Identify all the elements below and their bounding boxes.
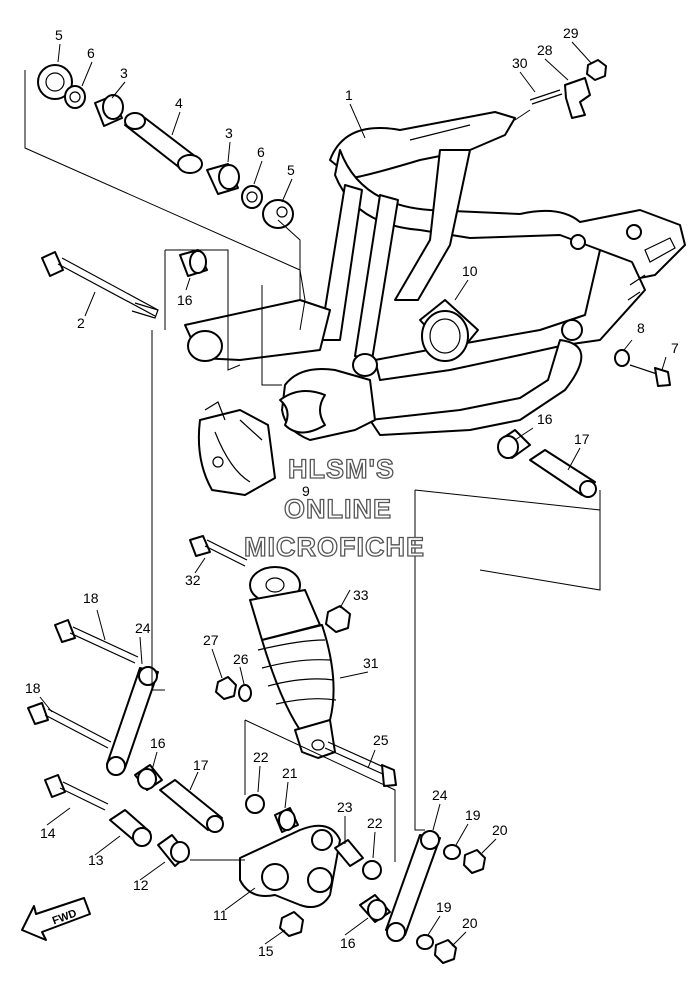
watermark: HLSM'S ONLINE MICROFICHE [243, 453, 425, 562]
swingarm-frame [184, 111, 686, 441]
callout: 5 [55, 27, 63, 43]
link-24-right [385, 830, 441, 942]
bolt-30 [529, 89, 563, 105]
callout: 10 [462, 263, 478, 279]
callout-ticks [39, 41, 667, 947]
callout: 20 [462, 915, 478, 931]
link-24-left [106, 666, 159, 776]
callout: 7 [671, 340, 679, 356]
washer-19-upper [443, 844, 461, 860]
callout: 2 [77, 315, 85, 331]
callout: 21 [282, 765, 298, 781]
bolt-7 [629, 364, 671, 387]
collar-16-top [179, 249, 208, 277]
nut-20-upper [463, 849, 486, 874]
washer-22-left [245, 794, 265, 814]
callout: 31 [363, 655, 379, 671]
collar-12 [157, 834, 190, 867]
callout: 19 [436, 899, 452, 915]
callout: 5 [287, 162, 295, 178]
callout: 27 [203, 632, 219, 648]
callout: 18 [83, 590, 99, 606]
callout: 26 [233, 651, 249, 667]
callout: 3 [120, 65, 128, 81]
callout: 8 [637, 320, 645, 336]
bush-10 [419, 299, 479, 362]
callout: 20 [492, 822, 508, 838]
collar-23 [334, 839, 364, 867]
callout: 28 [537, 42, 553, 58]
callout: 32 [185, 572, 201, 588]
collar-21 [274, 807, 299, 833]
callout: 3 [225, 125, 233, 141]
callout: 12 [133, 877, 149, 893]
washer-8 [614, 349, 630, 367]
bolt-18-upper [54, 619, 139, 664]
callout: 17 [193, 757, 209, 773]
leader-lines [24, 70, 601, 862]
callout: 4 [175, 95, 183, 111]
callout: 24 [135, 620, 151, 636]
oil-seal-5-mid [262, 199, 294, 229]
bearing-3-mid [206, 163, 240, 195]
washer-19-lower [416, 934, 434, 950]
spacer-17-lower [159, 779, 224, 833]
collar-16-lower-left [134, 764, 163, 791]
callout: 16 [340, 935, 356, 951]
callout: 1 [345, 87, 353, 103]
watermark-line-3: MICROFICHE [244, 532, 425, 562]
callout: 13 [88, 852, 104, 868]
callout: 29 [563, 25, 579, 41]
nut-15 [279, 911, 304, 937]
callout: 17 [574, 431, 590, 447]
callout-labels: 5 6 3 4 3 6 5 1 30 28 29 16 2 10 8 7 16 … [25, 25, 679, 959]
washer-6-top [64, 85, 86, 109]
bracket-9 [197, 401, 276, 496]
callout: 18 [25, 680, 41, 696]
callout: 24 [432, 787, 448, 803]
callout: 19 [465, 807, 481, 823]
bracket-28 [564, 77, 591, 119]
callout: 16 [177, 292, 193, 308]
nut-27 [215, 676, 237, 700]
watermark-line-2: ONLINE [284, 494, 392, 524]
collar-16-bottom [359, 894, 391, 923]
forward-direction-badge: FWD [21, 897, 91, 941]
washer-22-right [362, 860, 382, 880]
collar-16-right [497, 429, 531, 459]
callout: 16 [537, 411, 553, 427]
bolt-25 [324, 741, 397, 787]
washer-26 [238, 684, 252, 702]
relay-arm-11 [239, 824, 341, 908]
callout: 6 [87, 45, 95, 61]
callout: 33 [353, 587, 369, 603]
spacer-13 [109, 809, 152, 847]
callout: 25 [373, 732, 389, 748]
nut-20-lower [434, 939, 457, 964]
callout: 9 [302, 483, 310, 499]
callout: 14 [40, 825, 56, 841]
collar-4 [124, 112, 203, 174]
callout: 22 [367, 815, 383, 831]
bolt-32 [189, 535, 248, 567]
washer-6-mid [241, 185, 263, 209]
callout: 30 [512, 55, 528, 71]
watermark-line-1: HLSM'S [288, 454, 395, 484]
callout: 15 [258, 943, 274, 959]
spacer-17-right [529, 449, 597, 498]
oil-seal-5-top [37, 64, 73, 100]
callout: 11 [213, 907, 228, 923]
nut-33 [325, 605, 351, 633]
bearing-3-top [94, 94, 124, 127]
nut-29 [586, 59, 607, 81]
callout: 23 [337, 799, 353, 815]
callout: 6 [257, 144, 265, 160]
bolt-18-lower [27, 702, 112, 749]
callout: 22 [253, 749, 269, 765]
shock-absorber-31 [249, 566, 337, 759]
callout: 16 [150, 735, 166, 751]
bolt-14 [44, 774, 109, 811]
bolt-2 [41, 251, 159, 319]
